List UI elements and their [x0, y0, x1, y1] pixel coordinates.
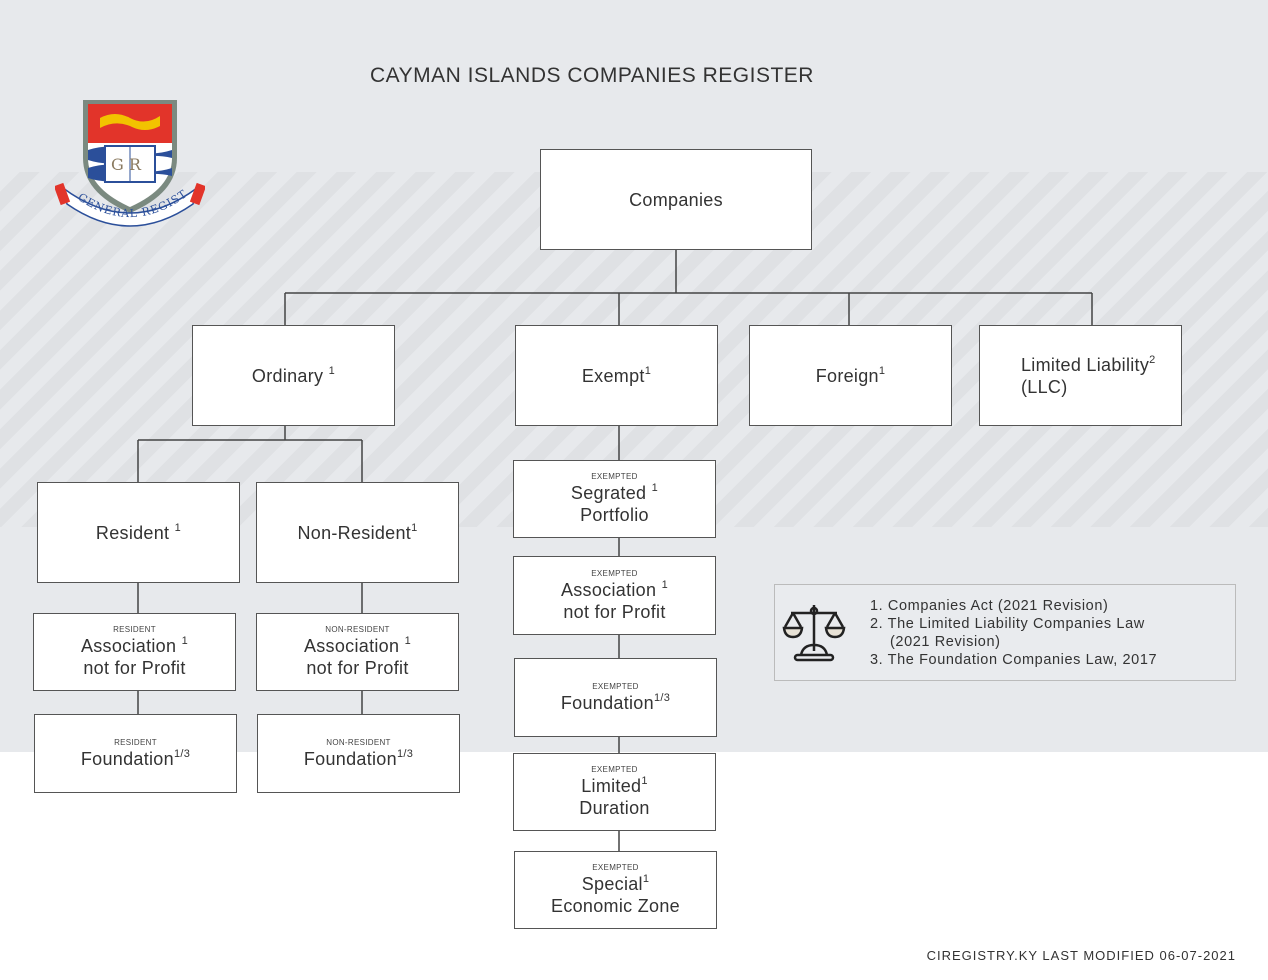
node-label: Exempt: [581, 365, 645, 386]
footnote-ref: 2: [1149, 353, 1156, 366]
node-exempted-association: EXEMPTED Association 1 not for Profit: [513, 556, 716, 635]
footnote-ref: 1: [328, 364, 336, 377]
footnote-ref: 1: [642, 873, 650, 885]
footnote-ref: 1/3: [653, 691, 671, 704]
footer-text: CIREGISTRY.KY LAST MODIFIED 06-07-2021: [926, 948, 1236, 963]
legend-item: 3. The Foundation Companies Law, 2017: [870, 652, 1158, 668]
node-resident-association: RESIDENT Association 1 not for Profit: [33, 613, 236, 691]
node-caption: EXEMPTED: [591, 568, 638, 578]
node-exempted-foundation: EXEMPTED Foundation1/3: [514, 658, 717, 737]
scales-of-justice-icon: [782, 605, 846, 662]
node-foreign: Foreign1: [749, 325, 952, 426]
node-resident-foundation: RESIDENT Foundation1/3: [34, 714, 237, 793]
node-caption: EXEMPTED: [591, 472, 638, 481]
footnote-ref: 1: [644, 364, 652, 377]
node-caption: NON-RESIDENT: [325, 625, 390, 634]
node-label: Foundation: [80, 748, 174, 769]
node-label: Limited: [581, 776, 642, 796]
footnote-ref: 1/3: [396, 747, 414, 760]
node-label-line2: not for Profit: [306, 658, 409, 678]
legend-item: 2. The Limited Liability Companies Law: [870, 616, 1145, 632]
node-caption: EXEMPTED: [592, 681, 639, 691]
node-label: Foundation: [303, 748, 397, 769]
node-caption: EXEMPTED: [591, 765, 638, 774]
node-companies: Companies: [540, 149, 812, 250]
node-label-line2: Duration: [579, 798, 650, 818]
node-resident: Resident 1: [37, 482, 240, 583]
node-caption: NON-RESIDENT: [326, 737, 391, 747]
footnote-ref: 1: [641, 775, 648, 787]
node-label-line2: (LLC): [1021, 376, 1068, 397]
node-label: Special: [581, 874, 643, 894]
node-label: Ordinary: [251, 365, 324, 386]
node-label: Association: [560, 579, 657, 600]
node-label-line2: not for Profit: [563, 601, 666, 622]
logo-initials: G R: [111, 155, 142, 174]
node-label: Companies: [629, 189, 723, 210]
node-label: Association: [303, 636, 400, 656]
footnote-ref: 1: [404, 635, 412, 647]
node-caption: RESIDENT: [113, 625, 156, 634]
node-non-resident-foundation: NON-RESIDENT Foundation1/3: [257, 714, 460, 793]
node-label-line2: not for Profit: [83, 658, 186, 678]
node-label: Resident: [95, 522, 170, 543]
node-label: Non-Resident: [297, 522, 412, 543]
footnote-ref: 1: [878, 364, 886, 377]
node-exempted-special-economic-zone: EXEMPTED Special1 Economic Zone: [514, 851, 717, 929]
node-exempted-limited-duration: EXEMPTED Limited1 Duration: [513, 753, 716, 831]
node-exempted-segregated-portfolio: EXEMPTED Segrated 1 Portfolio: [513, 460, 716, 538]
node-label: Foreign: [815, 365, 879, 386]
legend: 1. Companies Act (2021 Revision) 2. The …: [774, 584, 1236, 681]
node-ordinary: Ordinary 1: [192, 325, 395, 426]
node-exempt: Exempt1: [515, 325, 718, 426]
node-label: Foundation: [560, 692, 654, 713]
footnote-ref: 1: [661, 578, 669, 591]
node-llc: Limited Liability2 (LLC): [979, 325, 1182, 426]
footnote-ref: 1: [411, 521, 418, 534]
node-caption: EXEMPTED: [592, 863, 639, 872]
node-non-resident: Non-Resident1: [256, 482, 459, 583]
node-caption: RESIDENT: [114, 737, 157, 747]
general-registry-logo: G R GENERAL REGISTRY: [55, 88, 205, 227]
footnote-ref: 1: [174, 521, 182, 534]
legend-list: 1. Companies Act (2021 Revision) 2. The …: [870, 597, 1157, 669]
node-label-line2: Economic Zone: [551, 896, 680, 916]
node-label: Association: [80, 636, 177, 656]
footnote-ref: 1/3: [173, 747, 191, 760]
page-title: CAYMAN ISLANDS COMPANIES REGISTER: [370, 64, 814, 87]
node-non-resident-association: NON-RESIDENT Association 1 not for Profi…: [256, 613, 459, 691]
node-label-line2: Portfolio: [580, 505, 649, 525]
node-label: Segrated: [570, 483, 647, 503]
node-label: Limited Liability: [1021, 354, 1150, 375]
legend-item-continued: (2021 Revision): [890, 634, 1001, 650]
footnote-ref: 1: [181, 635, 189, 647]
footnote-ref: 1: [651, 482, 659, 494]
legend-item: 1. Companies Act (2021 Revision): [870, 598, 1109, 614]
